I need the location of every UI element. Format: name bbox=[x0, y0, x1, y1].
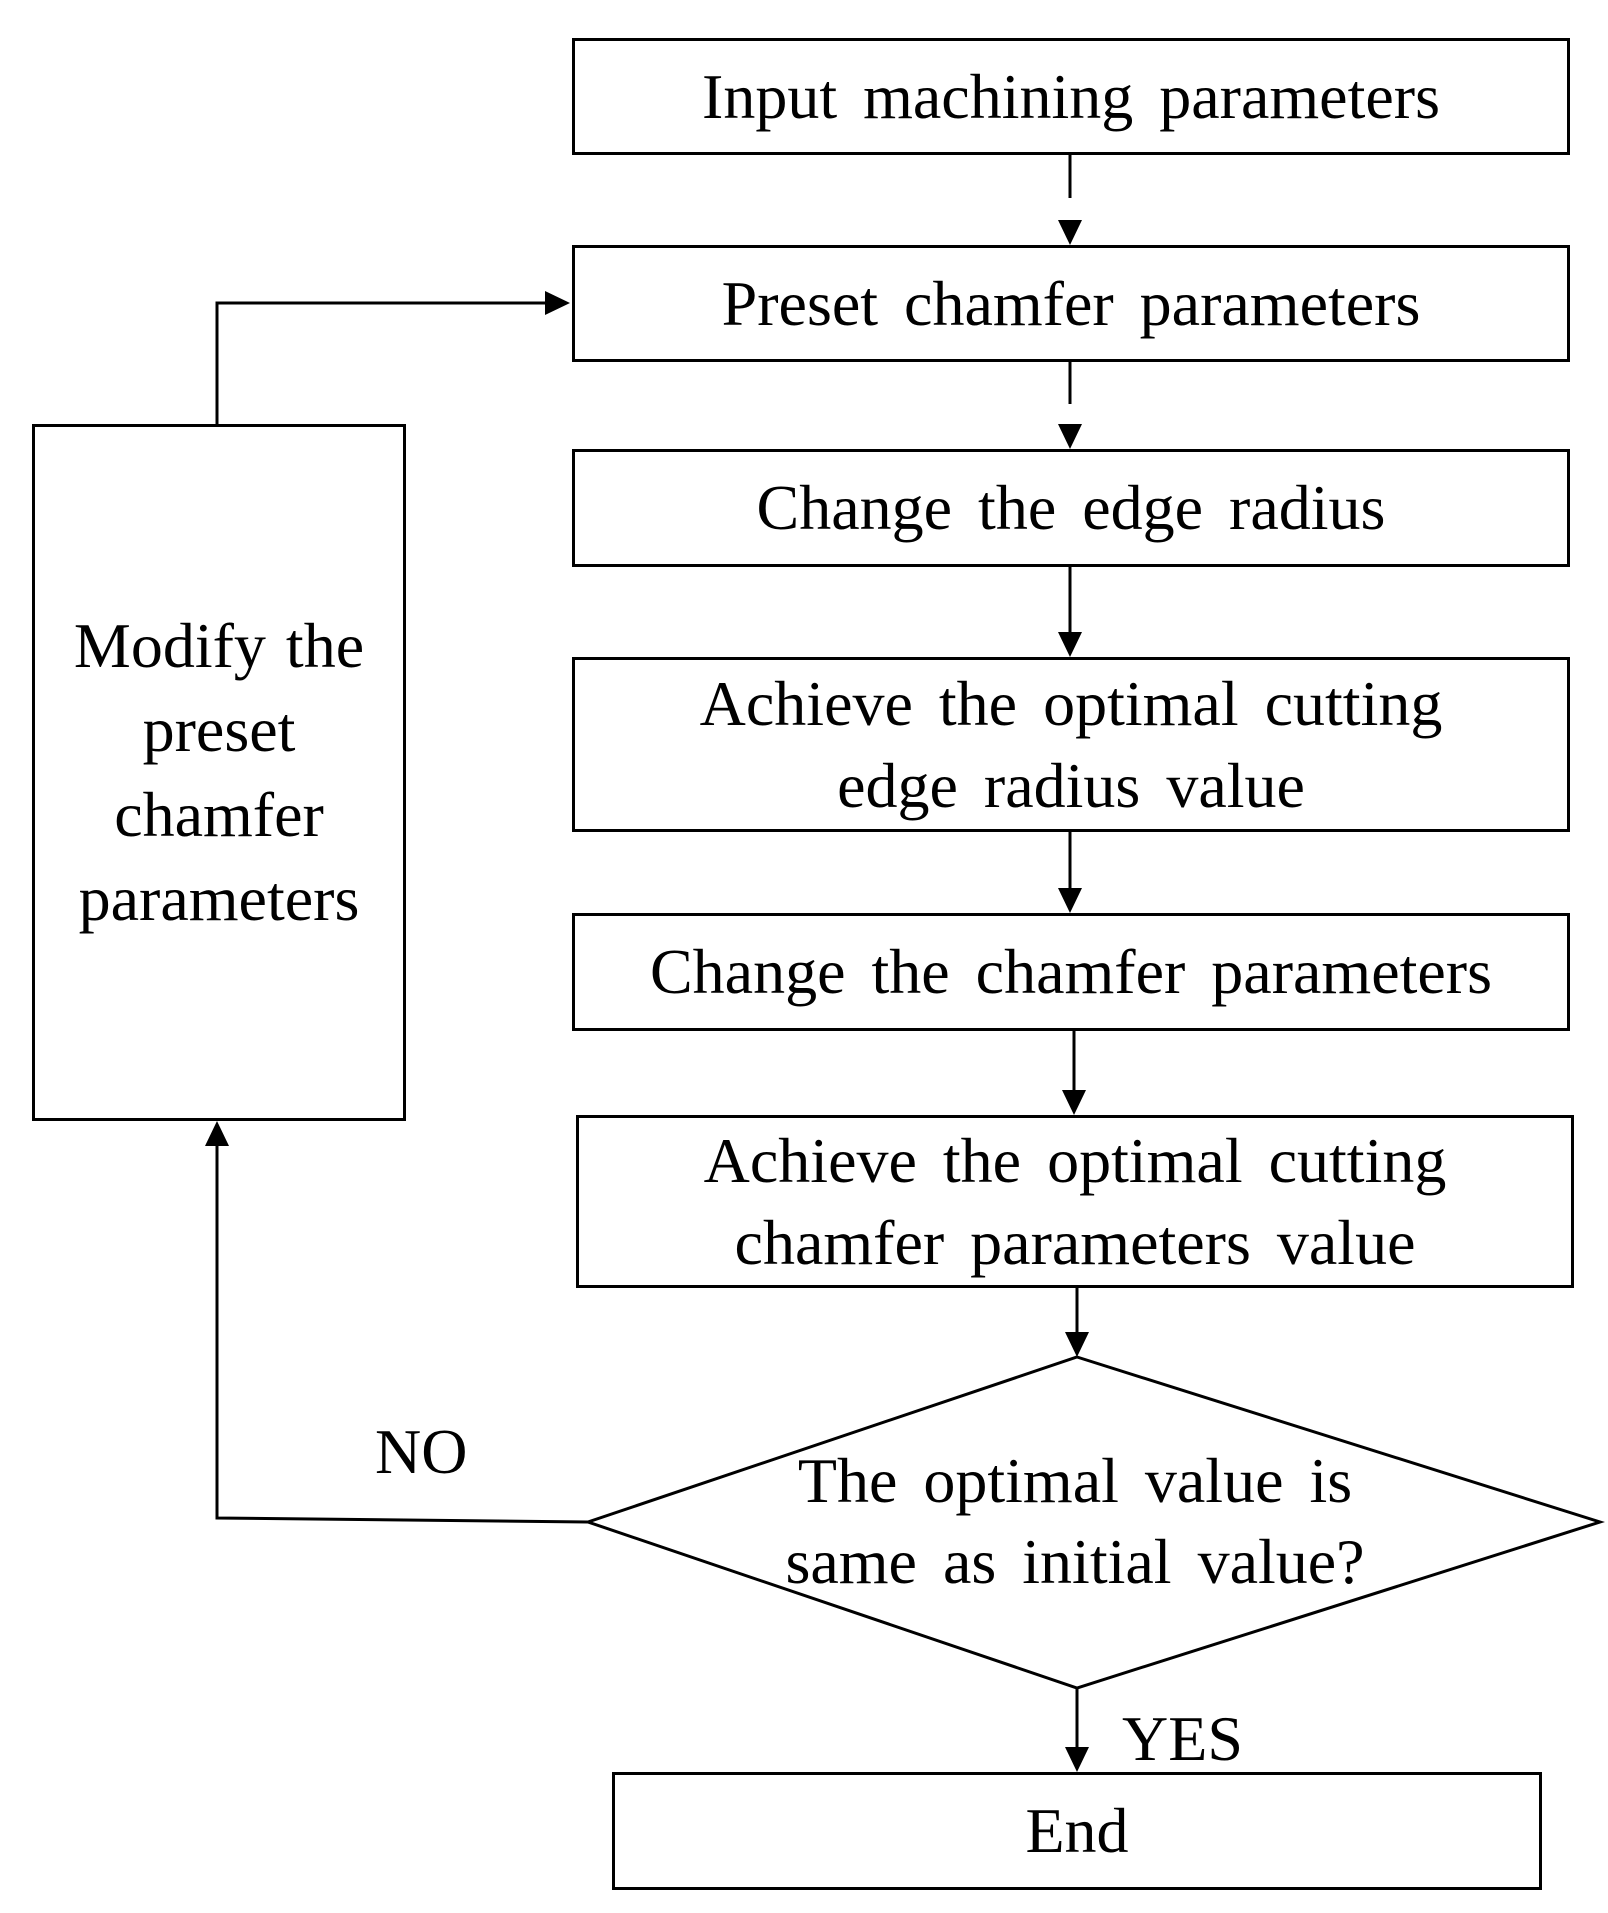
step-label: Preset chamfer parameters bbox=[721, 267, 1421, 339]
arrowhead-decision-to-end bbox=[1065, 1747, 1089, 1772]
arrow-modify-to-preset bbox=[215, 301, 545, 424]
arrowhead-modify-to-preset bbox=[545, 291, 570, 315]
step-preset-chamfer-parameters: Preset chamfer parameters bbox=[572, 245, 1570, 362]
modify-label: Modify the preset chamfer parameters bbox=[73, 609, 365, 934]
arrowhead-achieve-chamfer-to-decision bbox=[1065, 1332, 1089, 1357]
arrowhead-achieve-to-change-chamfer bbox=[1058, 888, 1082, 913]
step-achieve-optimal-edge-radius: Achieve the optimal cutting edge radius … bbox=[572, 657, 1570, 832]
arrow-decision-to-modify bbox=[215, 1146, 589, 1524]
arrowhead-edge-radius-to-achieve bbox=[1058, 632, 1082, 657]
step-change-chamfer-parameters: Change the chamfer parameters bbox=[572, 913, 1570, 1031]
step-label: Achieve the optimal cutting chamfer para… bbox=[703, 1125, 1447, 1278]
end-label: End bbox=[1025, 1795, 1129, 1867]
step-label: Change the chamfer parameters bbox=[649, 936, 1493, 1008]
arrowhead-change-chamfer-to-achieve bbox=[1062, 1090, 1086, 1115]
step-change-edge-radius: Change the edge radius bbox=[572, 449, 1570, 567]
step-label: Achieve the optimal cutting edge radius … bbox=[699, 668, 1443, 821]
end-node: End bbox=[612, 1772, 1542, 1890]
step-input-machining-parameters: Input machining parameters bbox=[572, 38, 1570, 155]
no-label: NO bbox=[375, 1416, 468, 1487]
arrowhead-preset-to-edge-radius bbox=[1058, 424, 1082, 449]
step-achieve-optimal-chamfer-parameters: Achieve the optimal cutting chamfer para… bbox=[576, 1115, 1574, 1288]
modify-preset-chamfer-parameters: Modify the preset chamfer parameters bbox=[32, 424, 406, 1121]
step-label: Change the edge radius bbox=[756, 472, 1386, 544]
yes-label: YES bbox=[1122, 1703, 1243, 1774]
arrowhead-input-to-preset bbox=[1058, 220, 1082, 245]
decision-label: The optimal value is same as initial val… bbox=[785, 1445, 1365, 1598]
arrowhead-decision-to-modify bbox=[205, 1121, 229, 1146]
step-label: Input machining parameters bbox=[702, 60, 1440, 132]
